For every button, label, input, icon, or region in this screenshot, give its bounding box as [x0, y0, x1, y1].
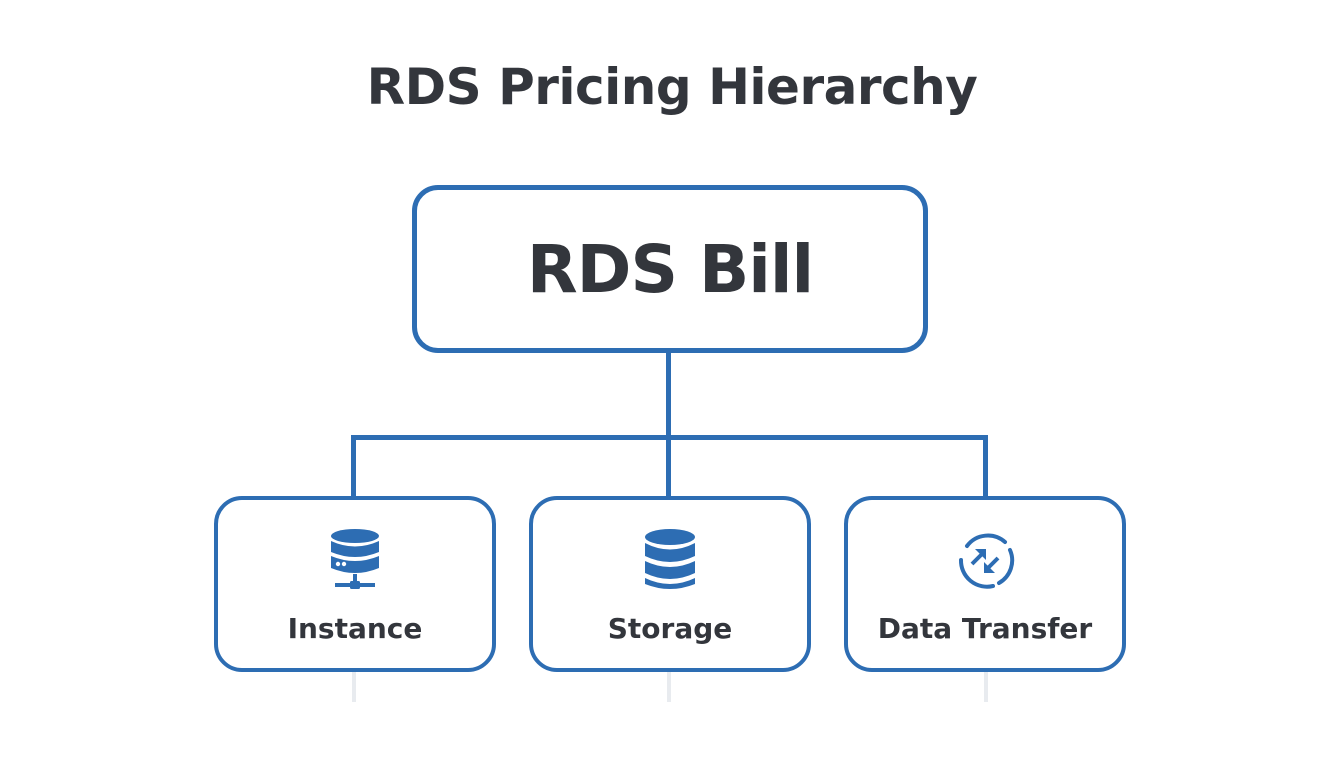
database-stack-icon [645, 529, 695, 589]
faint-line-instance [352, 672, 356, 702]
database-server-network-icon [331, 529, 379, 589]
connector-to-storage [666, 435, 671, 497]
child-node-label: Data Transfer [877, 612, 1093, 645]
faint-line-data-transfer [984, 672, 988, 702]
connector-to-data-transfer [983, 435, 988, 497]
child-node-data-transfer: Data Transfer [844, 496, 1126, 672]
connector-to-instance [351, 435, 356, 497]
child-node-label: Storage [607, 612, 733, 645]
root-node-label: RDS Bill [526, 230, 814, 308]
child-node-instance: Instance [214, 496, 496, 672]
root-node-rds-bill: RDS Bill [412, 185, 928, 353]
faint-line-storage [667, 672, 671, 702]
child-node-storage: Storage [529, 496, 811, 672]
diagram-title: RDS Pricing Hierarchy [366, 58, 978, 116]
transfer-arrows-icon [958, 533, 1015, 589]
connector-root-trunk [666, 352, 671, 440]
child-node-label: Instance [287, 612, 423, 645]
